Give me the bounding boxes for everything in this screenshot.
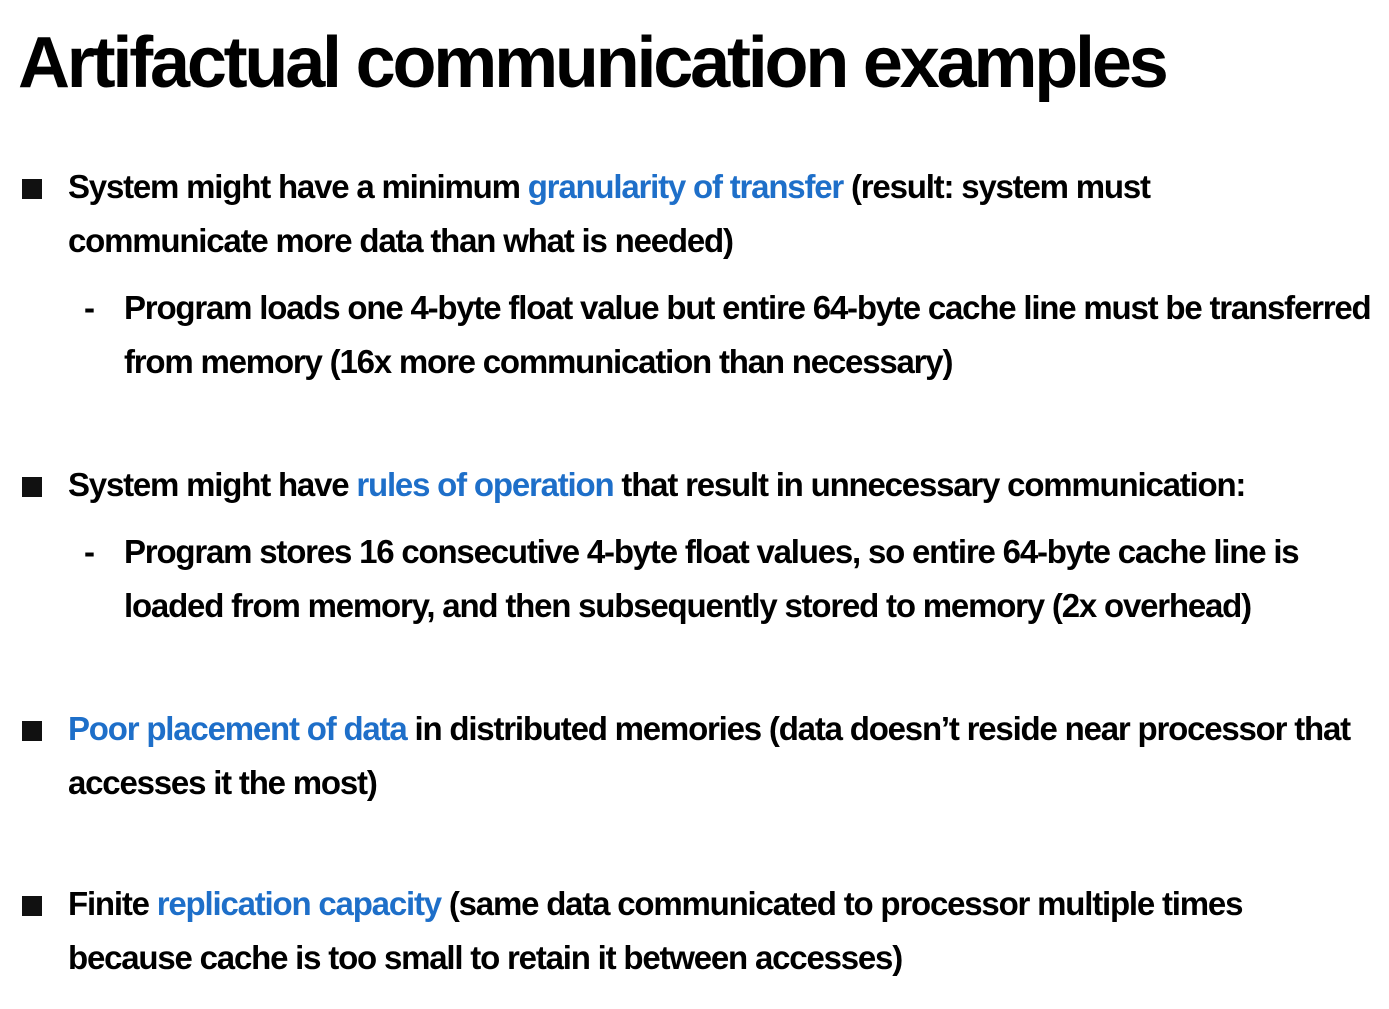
bullet-highlight: granularity of transfer	[527, 168, 845, 205]
bullet-text-pre: Finite	[68, 885, 157, 922]
square-bullet-icon	[22, 477, 42, 497]
dash-bullet-icon: -	[84, 289, 95, 326]
bullet-text-pre: System might have a minimum	[68, 168, 528, 205]
bullet-replication-capacity: Finite replication capacity (same data c…	[22, 877, 1357, 985]
bullet-text: Poor placement of data in distributed me…	[68, 702, 1357, 810]
bullet-text: System might have rules of operation tha…	[68, 458, 1357, 512]
bullet-highlight: Poor placement of data	[68, 710, 408, 747]
bullet-text: System might have a minimum granularity …	[68, 160, 1357, 268]
bullet-highlight: replication capacity	[156, 885, 442, 922]
dash-bullet-icon: -	[84, 533, 95, 570]
sub-bullet-rules-of-operation: - Program stores 16 consecutive 4-byte f…	[84, 525, 1374, 633]
slide-title: Artifactual communication examples	[18, 23, 1169, 103]
bullet-granularity: System might have a minimum granularity …	[22, 160, 1357, 268]
bullet-text-post: (same data communicated to processor mul…	[68, 885, 1243, 976]
sub-bullet-granularity: - Program loads one 4-byte float value b…	[84, 281, 1374, 389]
bullet-highlight: rules of operation	[356, 466, 614, 503]
bullet-rules-of-operation: System might have rules of operation tha…	[22, 458, 1357, 512]
bullet-text-post: that result in unnecessary communication…	[613, 466, 1246, 503]
sub-bullet-text: Program stores 16 consecutive 4-byte flo…	[124, 533, 1300, 624]
square-bullet-icon	[22, 179, 42, 199]
sub-bullet-text: Program loads one 4-byte float value but…	[124, 289, 1372, 380]
bullet-text: Finite replication capacity (same data c…	[68, 877, 1357, 985]
bullet-text-pre: System might have	[68, 466, 357, 503]
bullet-text-post: (result: system must communicate more da…	[68, 168, 1151, 259]
square-bullet-icon	[22, 721, 42, 741]
bullet-poor-placement: Poor placement of data in distributed me…	[22, 702, 1357, 810]
bullet-text-post: in distributed memories (data doesn’t re…	[68, 710, 1351, 801]
square-bullet-icon	[22, 896, 42, 916]
